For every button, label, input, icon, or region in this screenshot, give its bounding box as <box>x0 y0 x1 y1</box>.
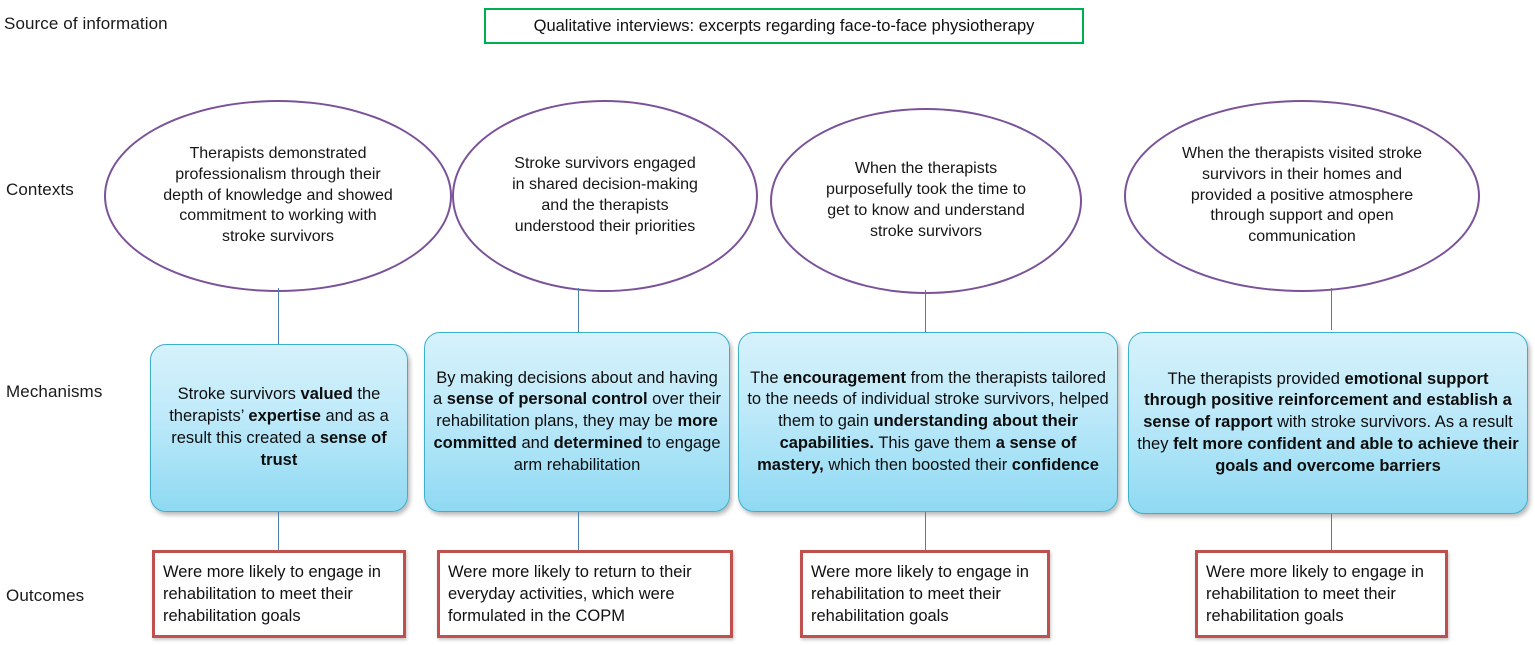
connector-context1-mechanism1 <box>278 288 280 344</box>
row-label-mechanisms: Mechanisms <box>6 382 103 401</box>
outcome-box-4-text: Were more likely to engage in rehabilita… <box>1206 562 1424 626</box>
connector-mechanism3-outcome3 <box>925 512 927 552</box>
connector-context3-mechanism3 <box>925 290 927 332</box>
context-ellipse-1-text: Therapists demonstrated professionalism … <box>163 145 393 246</box>
outcome-box-3-text: Were more likely to engage in rehabilita… <box>811 562 1029 626</box>
source-of-information-box: Qualitative interviews: excerpts regardi… <box>484 8 1084 44</box>
mechanism-box-2: By making decisions about and having a s… <box>424 332 730 512</box>
context-ellipse-2-text: Stroke survivors engaged in shared decis… <box>512 155 698 235</box>
row-label-outcomes: Outcomes <box>6 586 85 605</box>
mechanism-box-4: The therapists provided emotional suppor… <box>1128 332 1528 514</box>
mechanism-box-4-text: The therapists provided emotional suppor… <box>1137 369 1519 475</box>
mechanism-box-1-text: Stroke survivors valued the therapists’ … <box>169 385 389 469</box>
connector-mechanism2-outcome2 <box>578 512 580 552</box>
outcome-box-2-text: Were more likely to return to their ever… <box>448 562 692 626</box>
connector-context4-mechanism4 <box>1331 288 1333 330</box>
context-ellipse-3: When the therapists purposefully took th… <box>770 108 1082 294</box>
context-ellipse-4-text: When the therapists visited stroke survi… <box>1181 145 1423 246</box>
context-ellipse-4: When the therapists visited stroke survi… <box>1124 100 1480 292</box>
row-label-contexts: Contexts <box>6 180 74 199</box>
outcome-box-4: Were more likely to engage in rehabilita… <box>1195 550 1448 638</box>
row-label-source-of-information: Source of information <box>4 14 168 33</box>
outcome-box-2: Were more likely to return to their ever… <box>437 550 733 638</box>
connector-mechanism4-outcome4 <box>1331 514 1333 552</box>
connector-mechanism1-outcome1 <box>278 512 280 552</box>
connector-context2-mechanism2 <box>578 288 580 332</box>
outcome-box-1: Were more likely to engage in rehabilita… <box>152 550 406 638</box>
mechanism-box-2-text: By making decisions about and having a s… <box>433 368 721 474</box>
context-ellipse-1: Therapists demonstrated professionalism … <box>104 100 452 292</box>
outcome-box-1-text: Were more likely to engage in rehabilita… <box>163 562 381 626</box>
mechanism-box-1: Stroke survivors valued the therapists’ … <box>150 344 408 512</box>
context-ellipse-2: Stroke survivors engaged in shared decis… <box>452 100 758 292</box>
source-of-information-text: Qualitative interviews: excerpts regardi… <box>533 16 1035 35</box>
context-ellipse-3-text: When the therapists purposefully took th… <box>825 160 1027 240</box>
mechanism-box-3-text: The encouragement from the therapists ta… <box>747 368 1109 474</box>
outcome-box-3: Were more likely to engage in rehabilita… <box>800 550 1050 638</box>
mechanism-box-3: The encouragement from the therapists ta… <box>738 332 1118 512</box>
